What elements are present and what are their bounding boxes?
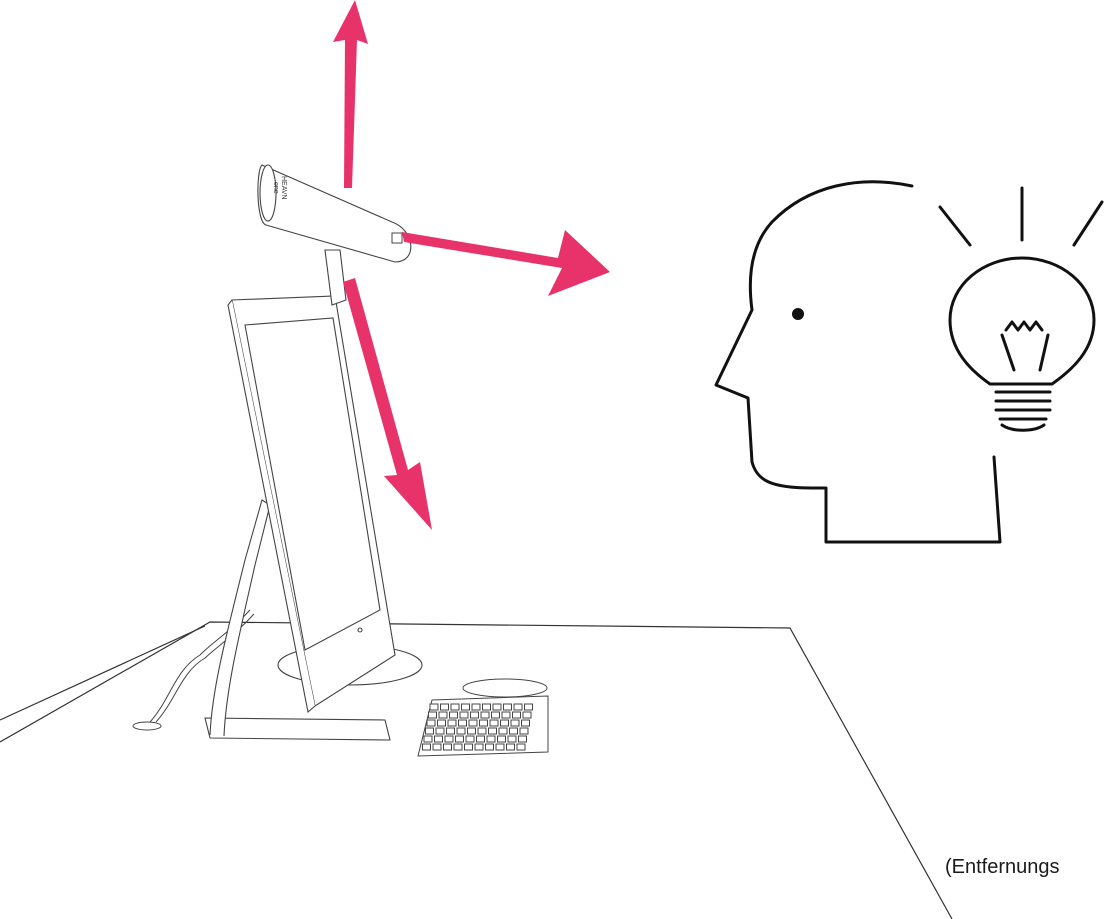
- keyboard-key: [503, 703, 512, 711]
- monitor-light-bar: HEAVN one: [257, 164, 412, 263]
- keyboard-key: [461, 703, 470, 711]
- arrow-down: [343, 278, 432, 530]
- keyboard-key: [449, 711, 458, 719]
- keyboard-key: [428, 711, 437, 719]
- keyboard-key: [482, 703, 491, 711]
- keyboard-key: [453, 743, 463, 751]
- keyboard-key: [440, 703, 449, 711]
- mouse: [462, 678, 548, 698]
- keyboard-key: [491, 711, 500, 719]
- keyboard-key: [510, 719, 520, 727]
- keyboard-key: [444, 735, 454, 743]
- arrow-right: [402, 230, 610, 296]
- lamp-brand-label: HEAVN: [280, 176, 287, 200]
- keyboard-key: [474, 743, 484, 751]
- keyboard-key: [486, 735, 496, 743]
- keyboard-key: [468, 719, 478, 727]
- keyboard-key: [501, 711, 511, 719]
- keyboard-key: [422, 743, 431, 751]
- keyboard-key: [488, 727, 497, 735]
- keyboard-key: [492, 703, 502, 711]
- keyboard-key: [477, 727, 487, 735]
- keyboard-key: [464, 743, 473, 751]
- keyboard-key: [489, 719, 499, 727]
- keyboard-key: [476, 735, 485, 743]
- keyboard-key: [467, 727, 476, 735]
- keyboard-key: [495, 743, 505, 751]
- keyboard-key: [458, 719, 467, 727]
- keyboard-key: [429, 703, 439, 711]
- light-direction-arrows: [333, 0, 610, 530]
- keyboard-key: [479, 719, 488, 727]
- keyboard-key: [465, 735, 475, 743]
- keyboard-key: [443, 743, 452, 751]
- keyboard: [417, 695, 549, 757]
- keyboard-key: [509, 727, 518, 735]
- keyboard-keys: [422, 703, 533, 751]
- keyboard-key: [459, 711, 469, 719]
- keyboard-key: [447, 719, 457, 727]
- keyboard-key: [470, 711, 479, 719]
- keyboard-key: [498, 727, 508, 735]
- keyboard-key: [437, 719, 446, 727]
- keyboard-key: [455, 735, 464, 743]
- arrow-up: [333, 0, 368, 188]
- monitor: [227, 295, 396, 714]
- keyboard-key: [471, 703, 481, 711]
- keyboard-key: [512, 711, 521, 719]
- keyboard-key: [521, 719, 530, 727]
- keyboard-key: [519, 727, 529, 735]
- keyboard-key: [446, 727, 455, 735]
- keyboard-key: [485, 743, 494, 751]
- distance-caption: (Entfernungs: [945, 856, 1060, 878]
- keyboard-key: [497, 735, 506, 743]
- keyboard-key: [524, 703, 533, 711]
- keyboard-key: [518, 735, 527, 743]
- head-profile-icon: [714, 180, 1002, 544]
- light-bulb-icon: [938, 186, 1104, 432]
- keyboard-key: [426, 719, 436, 727]
- lamp-arm: [324, 249, 347, 306]
- keyboard-key: [425, 727, 434, 735]
- keyboard-key: [480, 711, 490, 719]
- keyboard-key: [522, 711, 532, 719]
- keyboard-key: [450, 703, 460, 711]
- keyboard-key: [500, 719, 509, 727]
- keyboard-key: [438, 711, 448, 719]
- keyboard-key: [456, 727, 466, 735]
- lamp-model-label: one: [272, 182, 279, 194]
- keyboard-key: [432, 743, 442, 751]
- keyboard-key: [516, 743, 526, 751]
- keyboard-key: [513, 703, 523, 711]
- keyboard-key: [434, 735, 443, 743]
- keyboard-key: [435, 727, 445, 735]
- keyboard-key: [506, 743, 515, 751]
- keyboard-key: [507, 735, 517, 743]
- keyboard-key: [423, 735, 433, 743]
- desk: [0, 621, 953, 919]
